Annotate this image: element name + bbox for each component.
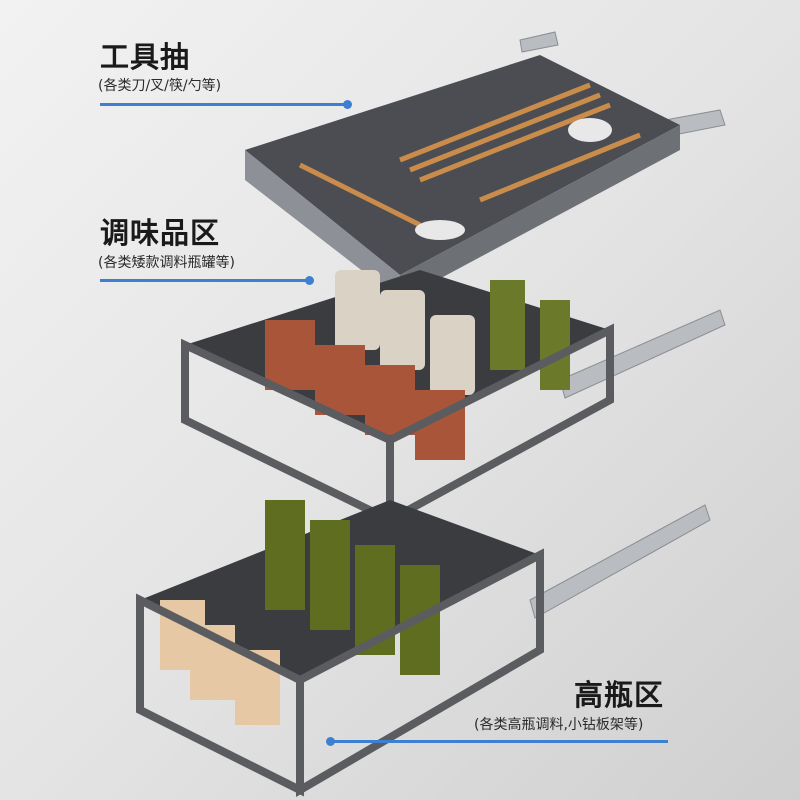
tool-drawer <box>245 55 680 300</box>
section-subtitle: (各类矮款调料瓶罐等) <box>98 255 235 271</box>
callout-dot <box>326 737 335 746</box>
section-title: 调味品区 <box>100 216 221 250</box>
callout-dot <box>343 100 352 109</box>
callout-line <box>100 103 348 106</box>
callout-dot <box>305 276 314 285</box>
seasoning-basket <box>181 270 614 527</box>
section-subtitle: (各类高瓶调料,小钻板架等) <box>474 717 644 733</box>
section-subtitle: (各类刀/叉/筷/勺等) <box>98 78 222 94</box>
callout-line <box>100 279 310 282</box>
tall-bottle-basket <box>136 500 544 797</box>
section-title: 工具抽 <box>100 40 191 74</box>
callout-line <box>330 740 668 743</box>
section-title: 高瓶区 <box>574 678 665 712</box>
